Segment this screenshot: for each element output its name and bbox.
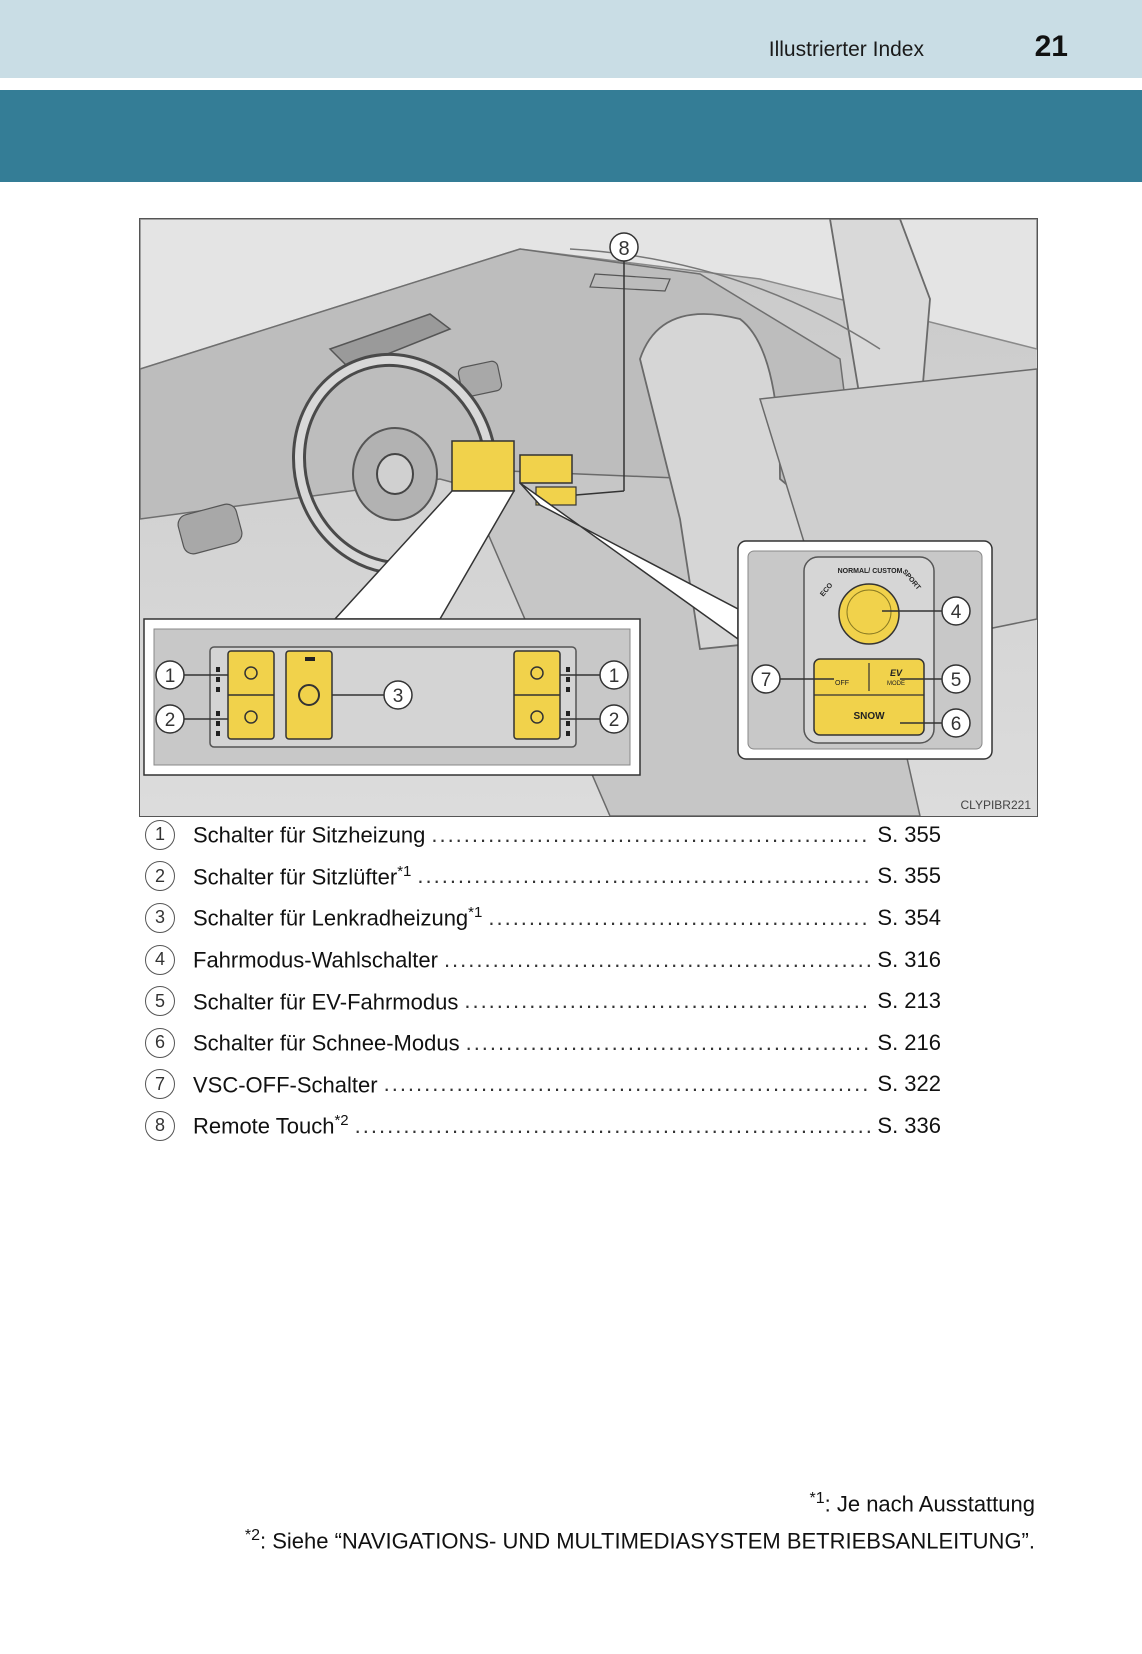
callout-5: 5 [951,670,962,691]
callout-3: 3 [393,686,404,707]
leader-dots [355,1113,872,1139]
footnote-2: *2: Siehe “NAVIGATIONS- UND MULTIMEDIASY… [245,1520,1035,1557]
leader-dots [384,1071,872,1097]
interior-illustration: 8 [139,218,1038,817]
legend-number: 7 [145,1069,175,1100]
legend-page-ref[interactable]: S. 322 [877,1071,941,1097]
legend-label: VSC-OFF-Schalter [193,1072,378,1098]
legend-item: 4 Fahrmodus-Wahlschalter S. 316 [145,939,990,981]
legend-page-ref[interactable]: S. 355 [877,821,941,847]
seat-switch-inset: 1 2 3 1 2 [143,618,641,776]
snow-label: SNOW [853,711,885,722]
normal-custom-label: NORMAL/ CUSTOM [838,568,903,575]
legend-number: 6 [145,1027,175,1058]
legend-item: 8 Remote Touch*2 S. 336 [145,1105,990,1147]
legend-page-ref[interactable]: S. 316 [877,946,941,972]
legend-page-ref[interactable]: S. 216 [877,1029,941,1055]
leader-dots [417,863,871,889]
footnote-mark: *1 [809,1490,825,1507]
legend-page-ref[interactable]: S. 354 [877,904,941,930]
legend-number: 3 [145,902,175,933]
footnote-text: : Je nach Ausstattung [824,1491,1035,1517]
legend-list: 1 Schalter für Sitzheizung S. 355 2 Scha… [145,814,990,1147]
legend-number: 8 [145,1110,175,1141]
legend-note: *1 [468,904,483,922]
leader-dots [444,947,871,973]
off-label: OFF [835,680,849,687]
footnote-text: : Siehe “NAVIGATIONS- UND MULTIMEDIASYST… [259,1528,1035,1554]
legend-number: 2 [145,861,175,892]
page-header: Illustrierter Index 21 [0,0,1142,82]
legend-item: 2 Schalter für Sitzlüfter*1 S. 355 [145,856,990,898]
car-interior-drawing: 8 [140,219,1037,816]
callout-2-left: 2 [165,710,176,731]
footnote-1: *1: Je nach Ausstattung [245,1483,1036,1520]
legend-note: *2 [334,1112,349,1130]
callout-8-label: 8 [618,238,629,260]
callout-8 [609,232,639,262]
figure-code: CLYPIBR221 [960,798,1031,812]
callout-2-right: 2 [609,710,620,731]
legend-page-ref[interactable]: S. 213 [877,988,941,1014]
legend-page-ref[interactable]: S. 336 [877,1112,941,1138]
legend-item: 3 Schalter für Lenkradheizung*1 S. 354 [145,897,990,939]
legend-item: 5 Schalter für EV-Fahrmodus S. 213 [145,980,990,1022]
callout-4: 4 [951,602,962,623]
legend-label: Schalter für Sitzlüfter [193,864,398,890]
legend-item: 6 Schalter für Schnee-Modus S. 216 [145,1022,990,1064]
callout-6: 6 [951,714,962,735]
header-band [0,90,1142,182]
page-number: 21 [1034,30,1068,63]
drive-mode-inset: NORMAL/ CUSTOM ECO SPORT OFF EV MODE SNO… [737,540,993,760]
mode-label: MODE [887,681,905,687]
legend-label: Schalter für Sitzheizung [193,822,426,848]
legend-label: Schalter für EV-Fahrmodus [193,988,459,1014]
legend-page-ref[interactable]: S. 355 [877,863,941,889]
ev-label: EV [890,668,903,678]
legend-number: 1 [145,819,175,850]
legend-number: 5 [145,986,175,1017]
callout-1-left: 1 [165,666,176,687]
leader-dots [431,822,871,848]
leader-dots [488,905,871,931]
leader-dots [464,988,871,1014]
footnotes: *1: Je nach Ausstattung *2: Siehe “NAVIG… [245,1483,1035,1558]
legend-label: Remote Touch [193,1113,335,1139]
legend-item: 7 VSC-OFF-Schalter S. 322 [145,1064,990,1106]
legend-label: Fahrmodus-Wahlschalter [193,947,438,973]
footnote-mark: *2 [244,1527,260,1545]
callout-7: 7 [761,670,772,691]
legend-label: Schalter für Lenkradheizung [193,905,469,931]
legend-number: 4 [145,944,175,975]
legend-note: *1 [397,862,412,880]
callout-1-right: 1 [609,666,620,687]
section-title: Illustrierter Index [768,38,924,61]
legend-item: 1 Schalter für Sitzheizung S. 355 [145,814,990,856]
leader-dots [466,1030,872,1056]
legend-label: Schalter für Schnee-Modus [193,1030,460,1056]
